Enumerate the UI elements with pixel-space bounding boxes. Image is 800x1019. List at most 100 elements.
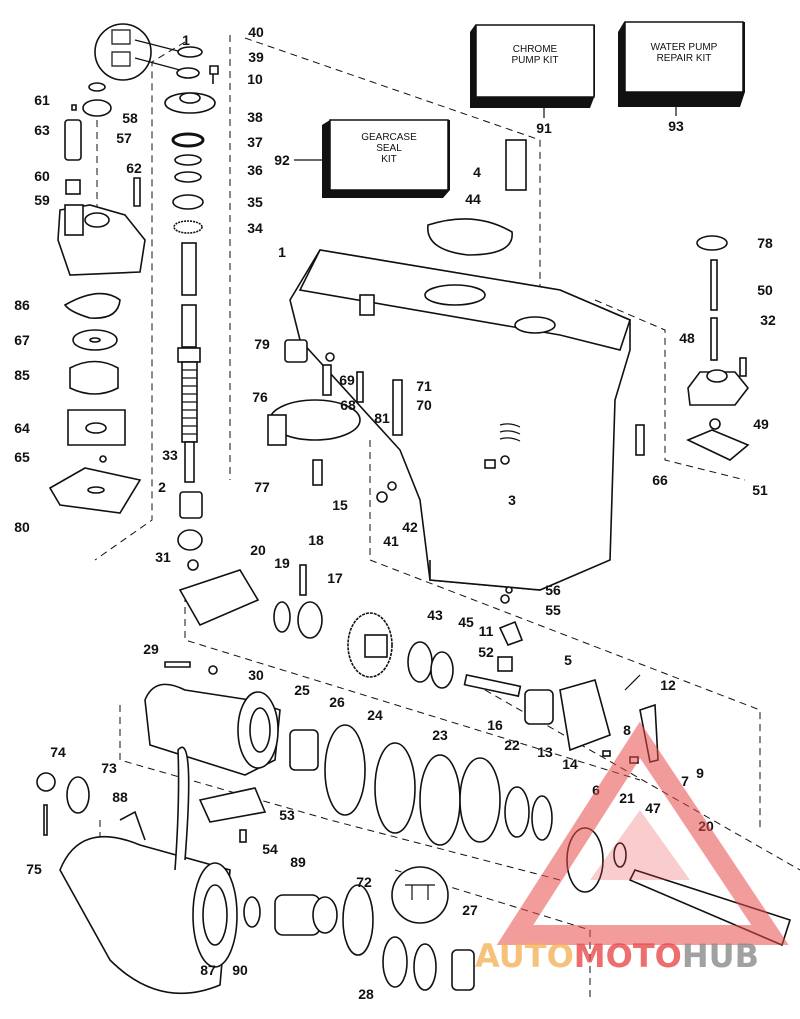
part-label-70: 70 — [416, 397, 432, 413]
part-label-60: 60 — [34, 168, 50, 184]
part-label-76: 76 — [252, 389, 268, 405]
part-label-33: 33 — [162, 447, 178, 463]
part-label-61: 61 — [34, 92, 50, 108]
part-label-78: 78 — [757, 235, 773, 251]
part-label-66: 66 — [652, 472, 668, 488]
gearcase-housing — [267, 139, 645, 604]
part-label-43: 43 — [427, 607, 443, 623]
part-label-85: 85 — [14, 367, 30, 383]
part-label-59: 59 — [34, 192, 50, 208]
part-label-2: 2 — [158, 479, 166, 495]
part-label-30: 30 — [248, 667, 264, 683]
part-label-4: 4 — [473, 164, 481, 180]
part-label-48: 48 — [679, 330, 695, 346]
part-label-42: 42 — [402, 519, 418, 535]
part-label-36: 36 — [247, 162, 263, 178]
part-label-91: 91 — [536, 120, 552, 136]
part-label-62: 62 — [126, 160, 142, 176]
part-label-1: 1 — [182, 32, 190, 48]
part-label-57: 57 — [116, 130, 132, 146]
part-label-20: 20 — [250, 542, 266, 558]
part-label-72: 72 — [356, 874, 372, 890]
part-label-80: 80 — [14, 519, 30, 535]
part-label-21: 21 — [619, 790, 635, 806]
part-label-24: 24 — [367, 707, 383, 723]
part-label-44: 44 — [465, 191, 481, 207]
part-label-87: 87 — [200, 962, 216, 978]
part-label-15: 15 — [332, 497, 348, 513]
part-label-8: 8 — [623, 722, 631, 738]
part-label-28: 28 — [358, 986, 374, 1002]
shift-rod-parts — [686, 235, 750, 461]
part-label-81: 81 — [374, 410, 390, 426]
kit-93-text: REPAIR KIT — [657, 53, 712, 64]
part-label-79: 79 — [254, 336, 270, 352]
part-label-7: 7 — [681, 773, 689, 789]
part-label-41: 41 — [383, 533, 399, 549]
part-label-65: 65 — [14, 449, 30, 465]
part-label-90: 90 — [232, 962, 248, 978]
part-label-22: 22 — [504, 737, 520, 753]
part-label-32: 32 — [760, 312, 776, 328]
part-label-73: 73 — [101, 760, 117, 776]
kit-92-text: GEARCASE — [361, 132, 417, 143]
part-label-71: 71 — [416, 378, 432, 394]
part-label-31: 31 — [155, 549, 171, 565]
part-label-40: 40 — [248, 24, 264, 40]
part-label-64: 64 — [14, 420, 30, 436]
part-label-51: 51 — [752, 482, 768, 498]
part-label-14: 14 — [562, 756, 578, 772]
part-label-67: 67 — [14, 332, 30, 348]
part-label-86: 86 — [14, 297, 30, 313]
part-label-69: 69 — [339, 372, 355, 388]
part-label-10: 10 — [247, 71, 263, 87]
kit-93-text: WATER PUMP — [651, 42, 718, 53]
part-label-18: 18 — [308, 532, 324, 548]
driveshaft-parts — [164, 46, 219, 571]
part-label-27: 27 — [462, 902, 478, 918]
part-label-52: 52 — [478, 644, 494, 660]
part-label-56: 56 — [545, 582, 561, 598]
part-label-68: 68 — [340, 397, 356, 413]
part-number-labels: 4039103837363534586157636260598667856465… — [14, 24, 776, 1002]
part-label-53: 53 — [279, 807, 295, 823]
part-label-39: 39 — [248, 49, 264, 65]
part-label-1: 1 — [278, 244, 286, 260]
water-pump-parts — [48, 82, 146, 514]
part-label-77: 77 — [254, 479, 270, 495]
kit-box-91 — [470, 24, 595, 118]
part-label-9: 9 — [696, 765, 704, 781]
kit-92-text: KIT — [381, 154, 397, 165]
part-label-17: 17 — [327, 570, 343, 586]
part-label-63: 63 — [34, 122, 50, 138]
part-label-55: 55 — [545, 602, 561, 618]
kit-box-92 — [294, 119, 450, 198]
watermark-text: AUTOMOTOHUB — [475, 937, 759, 975]
part-label-88: 88 — [112, 789, 128, 805]
part-label-37: 37 — [247, 134, 263, 150]
part-label-75: 75 — [26, 861, 42, 877]
part-label-35: 35 — [247, 194, 263, 210]
seal-detail-circle — [94, 23, 183, 81]
part-label-38: 38 — [247, 109, 263, 125]
kit-box-93 — [618, 21, 745, 116]
part-label-3: 3 — [508, 492, 516, 508]
part-label-50: 50 — [757, 282, 773, 298]
part-label-25: 25 — [294, 682, 310, 698]
part-label-93: 93 — [668, 118, 684, 134]
kit-92-text: SEAL — [376, 143, 402, 154]
part-label-13: 13 — [537, 744, 553, 760]
part-label-11: 11 — [479, 623, 494, 639]
part-label-47: 47 — [645, 800, 661, 816]
part-label-34: 34 — [247, 220, 263, 236]
part-label-74: 74 — [50, 744, 66, 760]
part-label-16: 16 — [487, 717, 503, 733]
part-label-58: 58 — [122, 110, 138, 126]
part-label-5: 5 — [564, 652, 572, 668]
kit-91-text: CHROME — [513, 44, 558, 55]
part-label-92: 92 — [274, 152, 290, 168]
part-label-12: 12 — [660, 677, 676, 693]
part-label-49: 49 — [753, 416, 769, 432]
